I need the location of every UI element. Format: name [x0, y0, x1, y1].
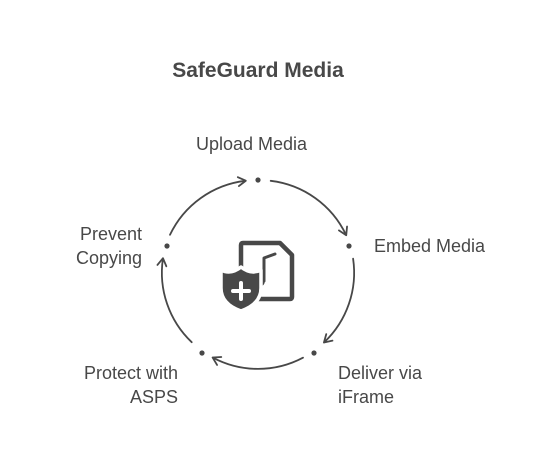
arc-upload-to-embed	[269, 179, 348, 237]
step-label-embed-media: Embed Media	[374, 236, 486, 256]
node-dot-embed	[346, 243, 352, 249]
step-label-prevent-copying: Prevent Copying	[75, 224, 142, 268]
node-dot-prevent	[164, 243, 170, 249]
arc-prevent-to-upload	[169, 176, 247, 236]
node-dot-deliver	[311, 350, 317, 356]
step-label-protect-with-asps: Protect with ASPS	[83, 363, 178, 407]
node-dot-protect	[199, 350, 205, 356]
step-label-upload-media: Upload Media	[196, 134, 308, 154]
diagram-title: SafeGuard Media	[172, 59, 344, 82]
arc-deliver-to-protect	[211, 356, 304, 370]
step-label-deliver-via-iframe: Deliver via iFrame	[338, 363, 423, 407]
node-dot-upload	[255, 177, 261, 183]
shielded-media-file-icon	[219, 240, 295, 313]
arc-protect-to-prevent	[156, 257, 193, 344]
arc-embed-to-deliver	[323, 257, 356, 344]
